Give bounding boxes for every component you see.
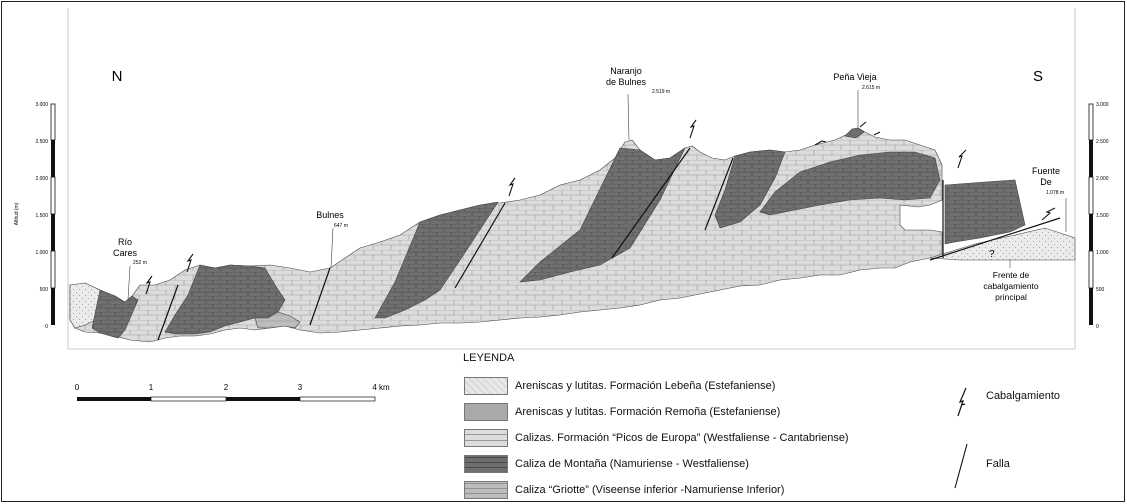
legend-item-lebena: Areniscas y lutitas. Formación Lebeña (E…	[464, 375, 775, 397]
unit-montana-1	[91, 289, 139, 339]
scale-label-4km: 4 km	[372, 383, 390, 392]
left-tick-500: 500	[40, 287, 49, 293]
main-thrust-line	[929, 217, 1061, 261]
right-tick-500: 500	[1096, 287, 1105, 293]
fault-1	[157, 284, 179, 341]
left-tick-0: 0	[45, 324, 48, 330]
question-mark: ?	[989, 249, 995, 260]
legend-title: LEYENDA	[463, 352, 515, 364]
frente-line-2: cabalgamiento	[983, 281, 1039, 291]
legend-swatch-griotte	[464, 481, 508, 499]
label-bulnes: Bulnes	[316, 210, 344, 220]
right-tick-1500: 1.500	[1096, 213, 1109, 219]
legend-thrust-symbol	[957, 387, 967, 417]
legend-label-remona: Areniscas y lutitas. Formación Remoña (E…	[515, 406, 781, 418]
left-tick-3000: 3.000	[35, 102, 48, 108]
unit-montana-3	[374, 201, 499, 319]
legend-label-picos: Calizas. Formación “Picos de Europa” (We…	[515, 432, 849, 444]
fault-2	[309, 267, 331, 326]
label-rio-cares-alt: 252 m	[133, 260, 147, 266]
legend-fault-label: Falla	[986, 458, 1010, 470]
legend-swatch-lebena	[464, 377, 508, 395]
altitude-axis-title: Altitud (m)	[14, 202, 20, 225]
left-tick-2500: 2.500	[35, 139, 48, 145]
left-tick-1500: 1.500	[35, 213, 48, 219]
label-naranjo: Naranjo	[610, 66, 642, 76]
legend-item-montana: Caliza de Montaña (Namuriense - Westfali…	[464, 453, 749, 475]
legend-swatch-remona	[464, 403, 508, 421]
unit-griotte-1	[254, 311, 301, 329]
right-altitude-scale	[1088, 103, 1094, 325]
scale-label-0: 0	[75, 383, 80, 392]
frente-line-3: principal	[995, 292, 1027, 302]
legend-item-picos: Calizas. Formación “Picos de Europa” (We…	[464, 427, 849, 449]
legend-label-griotte: Caliza “Griotte” (Viseense inferior -Nam…	[515, 484, 785, 496]
legend-fault-symbol	[954, 443, 968, 489]
legend-swatch-montana	[464, 455, 508, 473]
unit-pena-vieja-cap	[844, 127, 865, 139]
legend-item-remona: Areniscas y lutitas. Formación Remoña (E…	[464, 401, 780, 423]
legend-label-lebena: Areniscas y lutitas. Formación Lebeña (E…	[515, 380, 776, 392]
label-naranjo-alt: 2.519 m	[652, 89, 670, 95]
scale-bar	[77, 396, 376, 402]
fault-3	[454, 202, 506, 289]
legend-item-griotte: Caliza “Griotte” (Viseense inferior -Nam…	[464, 479, 784, 501]
fault-5	[704, 157, 734, 231]
left-altitude-scale	[50, 103, 56, 325]
left-tick-2000: 2.000	[35, 176, 48, 182]
right-tick-3000: 3.000	[1096, 102, 1109, 108]
legend-thrust-label: Cabalgamiento	[986, 390, 1060, 402]
label-de: De	[1040, 177, 1052, 187]
scale-label-1: 1	[149, 383, 154, 392]
frente-line-1: Frente de	[993, 270, 1030, 280]
label-fuente-de-alt: 1.078 m	[1046, 190, 1064, 196]
right-tick-2000: 2.000	[1096, 176, 1109, 182]
scale-label-3: 3	[298, 383, 303, 392]
right-tick-1000: 1.000	[1096, 250, 1109, 256]
right-tick-2500: 2.500	[1096, 139, 1109, 145]
label-bulnes-alt: 647 m	[334, 223, 348, 229]
unit-montana-6	[759, 151, 941, 216]
scale-label-2: 2	[224, 383, 229, 392]
label-de-bulnes: de Bulnes	[606, 77, 647, 87]
unit-remona	[944, 179, 1026, 245]
right-tick-0: 0	[1096, 324, 1099, 330]
label-fuente: Fuente	[1032, 166, 1060, 176]
leader-lines	[127, 90, 1067, 301]
label-pena-vieja-alt: 2.615 m	[862, 85, 880, 91]
label-pena-vieja: Peña Vieja	[833, 72, 876, 82]
legend-swatch-picos	[464, 429, 508, 447]
unit-montana-4	[519, 147, 686, 283]
compass-north: N	[112, 68, 123, 85]
legend-label-montana: Caliza de Montaña (Namuriense - Westfali…	[515, 458, 749, 470]
fault-4	[611, 147, 691, 259]
compass-south: S	[1033, 68, 1043, 85]
label-cares: Cares	[113, 248, 138, 258]
geologic-cross-section	[69, 127, 1076, 343]
unit-montana-5	[714, 149, 786, 229]
left-tick-1000: 1.000	[35, 250, 48, 256]
label-rio: Río	[118, 237, 132, 247]
thrust-symbols	[145, 119, 1056, 295]
